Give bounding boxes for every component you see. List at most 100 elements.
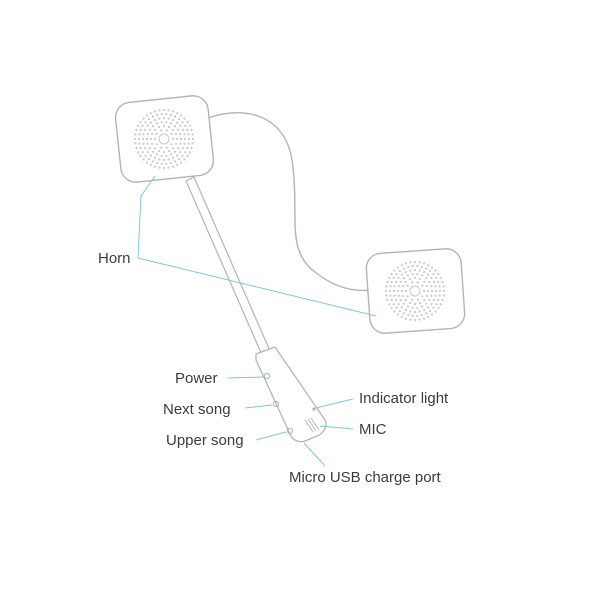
grille-hole [418,277,422,281]
grille-hole [146,142,149,145]
indicator-light-leader [315,398,354,409]
grille-hole [392,276,395,279]
grille-hole [385,285,388,288]
grille-hole [408,277,412,281]
grille-hole [435,276,438,279]
grille-hole [139,128,142,132]
grille-hole [416,273,419,276]
grille-hole [158,109,161,112]
grille-hole [191,137,195,141]
power-leader [227,376,264,379]
grille-hole [179,151,182,154]
grille-hole [157,125,161,129]
grille-hole [425,294,429,298]
grille-hole [172,156,175,159]
grille-hole [134,142,137,145]
grille-hole [146,151,149,154]
grille-hole [165,154,168,157]
grille-hole [396,266,400,269]
grille-hole [183,137,187,141]
grille-hole [153,119,156,122]
grille-hole [169,113,172,117]
grille-hole [430,266,434,269]
grille-hole [191,133,194,136]
grille-hole [418,310,421,313]
power-label: Power [175,370,218,387]
grille-hole [423,271,426,274]
grille-hole [174,132,178,136]
grille-hole [153,137,157,141]
grille-hole [437,306,440,310]
grille-hole [426,289,430,293]
grille-hole [158,158,161,161]
grille-hole [181,128,184,131]
grille-hole [400,315,403,318]
grille-hole [174,142,178,146]
grille-hole [420,265,423,269]
grille-hole [432,273,435,276]
grille-hole [398,269,401,273]
grille-hole [435,303,438,306]
grille-hole [384,289,388,293]
grille-hole [434,285,437,288]
grille-hole [167,117,170,120]
grille-hole [186,154,189,158]
usb-port-leader [303,442,326,467]
grille-hole [176,112,179,115]
grille-hole [390,280,393,284]
mic-label: MIC [359,421,387,438]
grille-hole [174,160,177,163]
grille-hole [411,314,414,317]
grille-hole [167,166,170,169]
grille-hole [171,165,175,168]
grille-hole [430,313,434,316]
grille-hole [179,133,182,136]
grille-hole [183,142,186,145]
grille-hole [142,117,145,120]
grille-hole [149,163,152,166]
grille-hole [172,119,175,122]
grille-hole [422,289,426,293]
grille-hole [186,128,189,132]
grille-hole [413,260,417,264]
grille-hole [427,315,430,318]
grille-hole [149,112,152,115]
grille-hole [156,161,159,165]
grille-hole [406,284,409,287]
grille-hole [411,273,414,276]
speaker-cable [207,112,373,292]
next-song-label: Next song [163,401,231,418]
grille-hole [402,277,405,280]
grille-hole [151,150,154,153]
grille-hole [134,133,137,136]
grille-hole [402,312,405,315]
grille-hole [389,294,392,297]
grille-hole [191,142,194,145]
next-song-leader [244,404,273,409]
grille-hole [167,109,170,112]
grille-hole [429,309,432,313]
grille-hole [160,162,163,165]
grille-hole [418,269,421,272]
grille-hole [181,147,184,150]
power-button [263,372,271,380]
grille-hole [397,303,400,306]
grille-hole [438,285,441,288]
grille-hole [441,298,444,302]
grille-hole [392,289,396,293]
grille-hole [421,274,424,277]
right-speaker-icon [365,248,466,334]
grille-hole [145,161,149,164]
grille-hole [427,306,430,309]
grille-hole [162,116,166,120]
grille-hole [393,285,396,288]
grille-hole [425,302,428,305]
grille-hole [137,151,140,154]
grille-hole [190,128,193,132]
grille-hole [162,108,166,112]
grille-hole [139,146,142,150]
grille-hole [402,267,405,270]
grille-hole [404,262,408,265]
grille-hole [388,289,392,293]
